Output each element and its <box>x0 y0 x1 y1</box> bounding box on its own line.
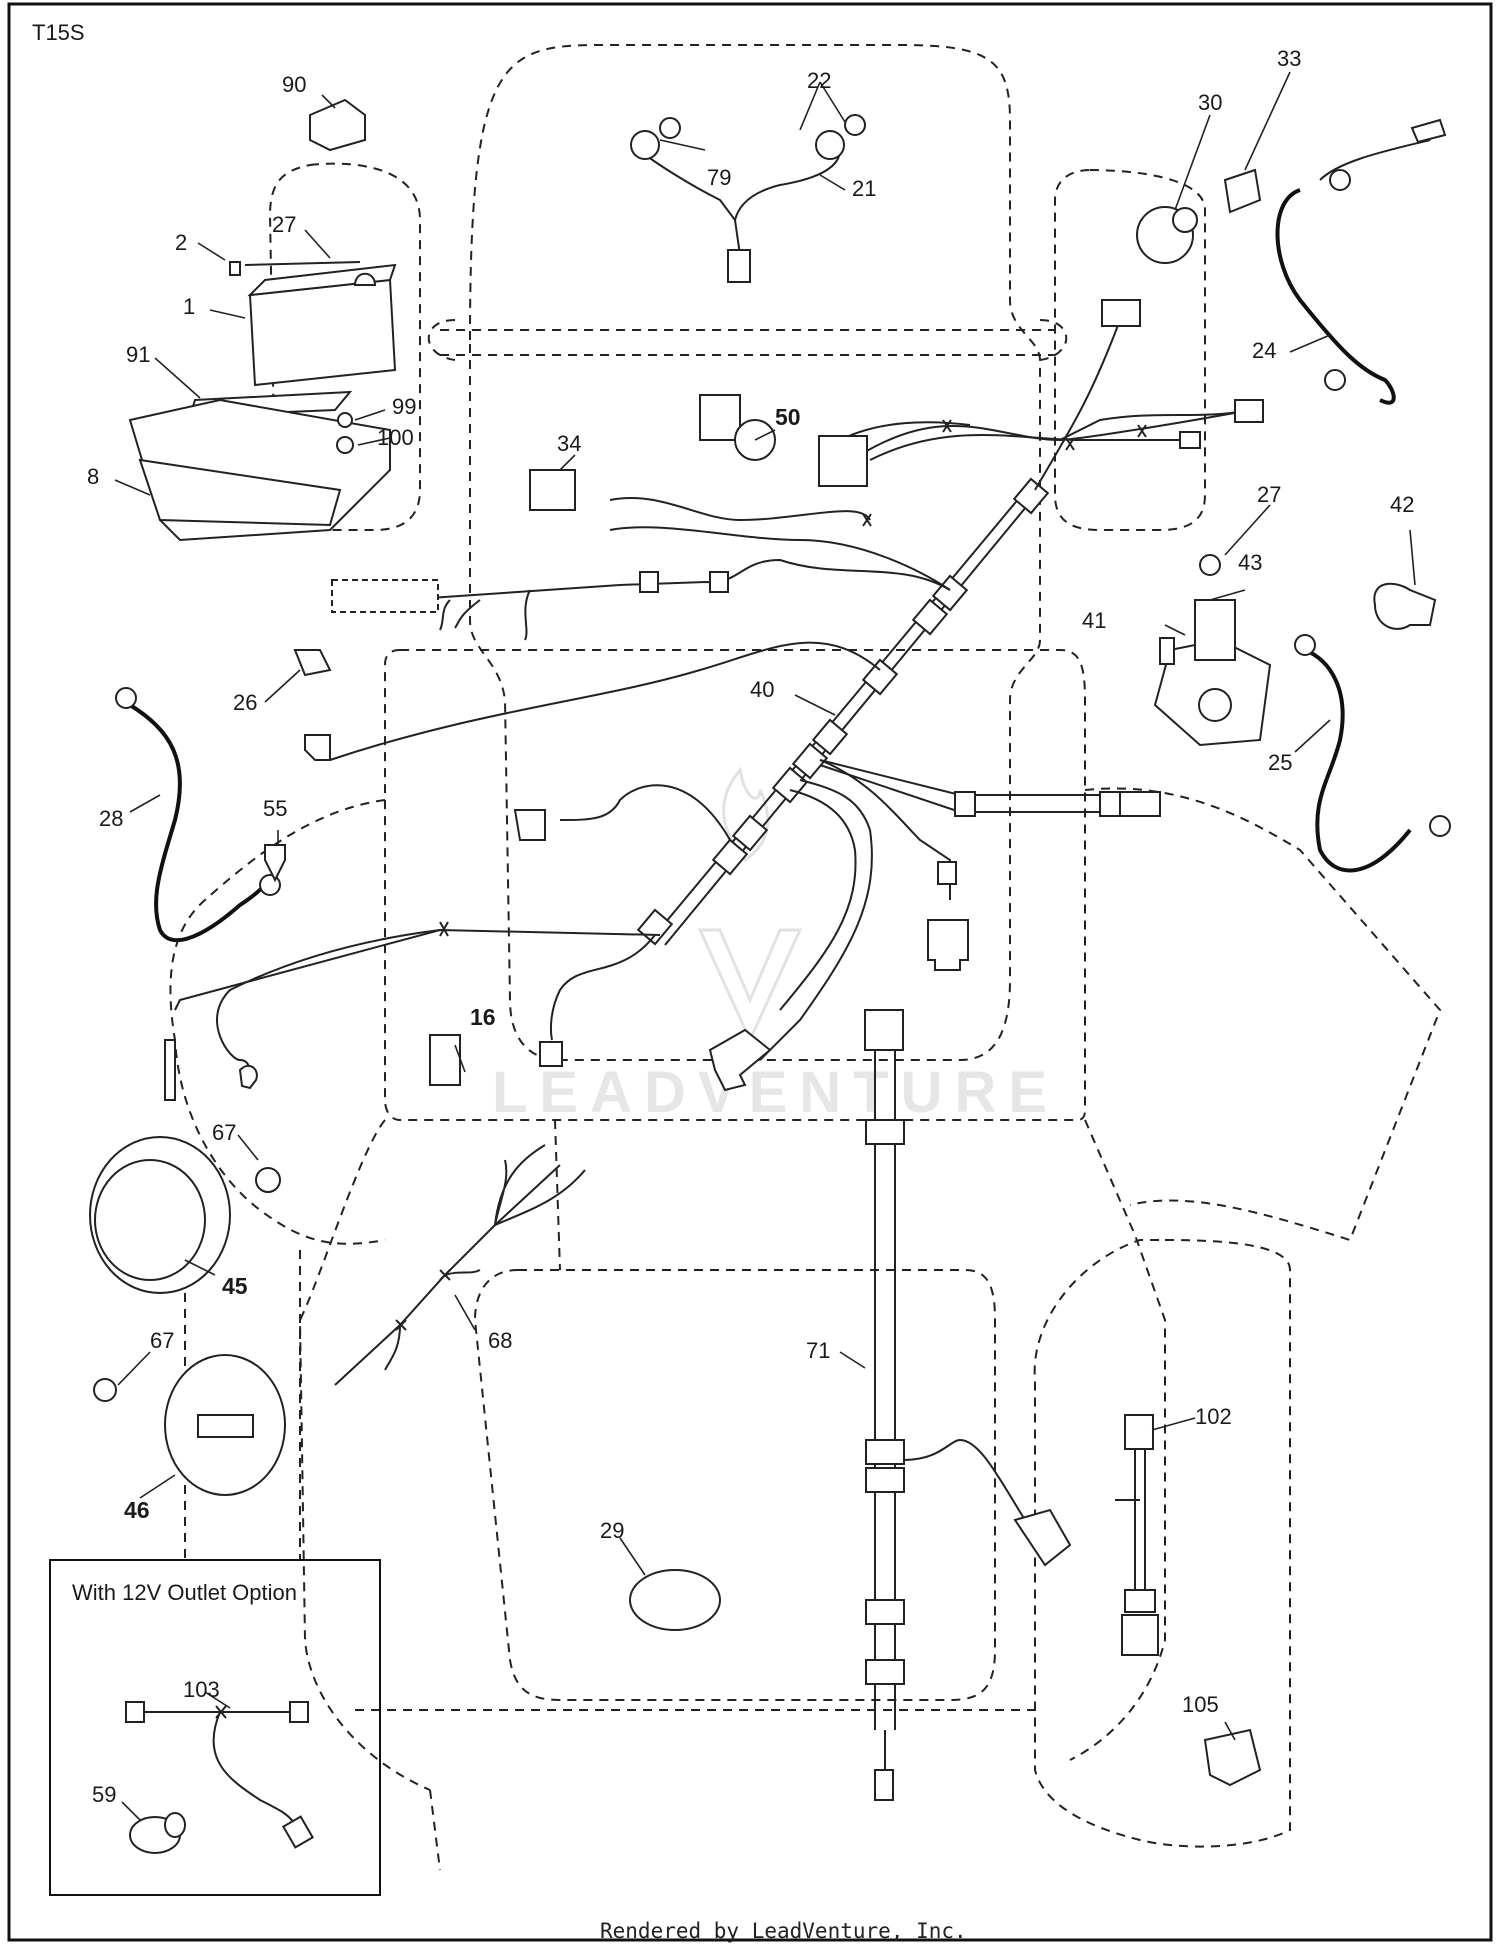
model-code: T15S <box>32 20 85 45</box>
headlight-harness <box>630 114 866 283</box>
ground-cable-28 <box>115 687 281 943</box>
battery-cable-24 <box>1275 118 1447 405</box>
label-29: 29 <box>600 1518 624 1543</box>
nut-67a <box>255 1167 281 1193</box>
label-105: 105 <box>1182 1692 1219 1717</box>
label-91: 91 <box>126 342 150 367</box>
grommet-29 <box>629 1569 721 1631</box>
label-1: 1 <box>183 294 195 319</box>
label-67b: 67 <box>150 1328 174 1353</box>
label-24: 24 <box>1252 338 1276 363</box>
solenoid-105 <box>1203 1728 1262 1787</box>
watermark-logo: LEADVENTURE <box>492 766 1059 1125</box>
harness-102 <box>1115 1414 1159 1656</box>
switch-16 <box>429 1034 461 1086</box>
label-99: 99 <box>392 394 416 419</box>
label-34: 34 <box>557 431 581 456</box>
label-68: 68 <box>488 1328 512 1353</box>
fuse-26 <box>293 649 332 677</box>
label-2: 2 <box>175 230 187 255</box>
battery-assembly <box>128 261 397 542</box>
harness-71 <box>864 1009 1072 1801</box>
label-27a: 27 <box>272 212 296 237</box>
label-40: 40 <box>750 677 774 702</box>
inset-title: With 12V Outlet Option <box>72 1580 297 1605</box>
label-30: 30 <box>1198 90 1222 115</box>
nut-67b <box>93 1378 117 1402</box>
wiring-harness-40 <box>164 299 1264 1101</box>
label-79: 79 <box>707 165 731 190</box>
switch-34 <box>529 469 576 511</box>
label-25: 25 <box>1268 750 1292 775</box>
footer-credit: Rendered by LeadVenture, Inc. <box>600 1919 967 1943</box>
label-8: 8 <box>87 464 99 489</box>
label-100: 100 <box>377 425 414 450</box>
leader-lines <box>114 71 1416 1821</box>
switch-50 <box>699 394 741 441</box>
ignition-switch-30 <box>1136 168 1262 264</box>
label-67a: 67 <box>212 1120 236 1145</box>
diagram-border <box>7 2 1493 1942</box>
relay-90 <box>309 98 366 152</box>
solenoid-43 <box>1153 554 1272 747</box>
label-16: 16 <box>470 1004 496 1030</box>
label-55: 55 <box>263 796 287 821</box>
label-41: 41 <box>1082 608 1106 633</box>
terminal-boot-42 <box>1373 582 1437 630</box>
label-50: 50 <box>775 404 801 430</box>
label-26: 26 <box>233 690 257 715</box>
tractor-outline <box>169 44 1442 1871</box>
watermark-text: LEADVENTURE <box>492 1060 1059 1125</box>
label-28: 28 <box>99 806 123 831</box>
label-27b: 27 <box>1257 482 1281 507</box>
screw-55 <box>264 844 286 883</box>
label-21: 21 <box>852 176 876 201</box>
label-103: 103 <box>183 1677 220 1702</box>
label-22: 22 <box>807 68 831 93</box>
label-102: 102 <box>1195 1404 1232 1429</box>
label-90: 90 <box>282 72 306 97</box>
harness-68 <box>334 1144 586 1386</box>
label-59: 59 <box>92 1782 116 1807</box>
label-42: 42 <box>1390 492 1414 517</box>
label-46: 46 <box>124 1497 150 1523</box>
battery-cable-25 <box>1294 634 1451 873</box>
label-71: 71 <box>806 1338 830 1363</box>
inset-frame <box>49 1559 381 1896</box>
label-43: 43 <box>1238 550 1262 575</box>
label-45: 45 <box>222 1273 248 1299</box>
outlet-option-inset: With 12V Outlet Option <box>49 1559 381 1896</box>
label-33: 33 <box>1277 46 1301 71</box>
